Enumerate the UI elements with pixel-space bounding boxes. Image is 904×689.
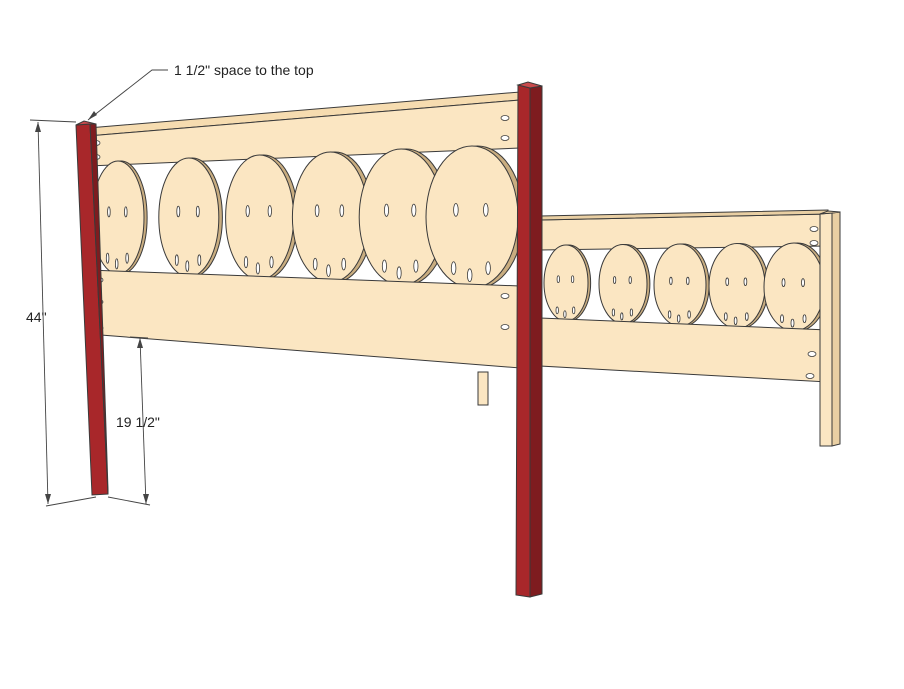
screw-slot (105, 252, 110, 264)
screw-slot (790, 318, 795, 328)
screw-slot (780, 314, 784, 324)
screw-slot (185, 260, 190, 272)
screw-slot (197, 254, 202, 266)
headboard-circle-row (91, 145, 525, 289)
screw-slot (125, 252, 129, 264)
screw-slot (629, 308, 634, 317)
side-circle-row (543, 242, 829, 332)
plywood-circle (225, 154, 299, 281)
screw-slot (413, 259, 419, 273)
screw-slot (114, 258, 119, 270)
screw-slot (686, 276, 690, 285)
pocket-hole (500, 293, 510, 299)
screw-slot (572, 306, 576, 315)
screw-slot (612, 276, 617, 285)
screw-slot (176, 205, 181, 218)
screw-slot (174, 254, 179, 266)
headboard-panel (87, 91, 525, 369)
screw-slot (733, 316, 738, 326)
screw-slot (723, 312, 728, 321)
plywood-circle (598, 244, 651, 324)
screw-slot (314, 204, 320, 217)
plywood-circle (158, 157, 223, 278)
plywood-circle (708, 243, 769, 329)
pocket-hole (500, 324, 510, 330)
pocket-hole (805, 373, 815, 379)
screw-slot (743, 277, 748, 286)
plywood-circle (425, 145, 525, 289)
screw-slot (124, 206, 128, 218)
screw-slot (107, 206, 111, 218)
footboard-post (819, 212, 833, 447)
label-top-space: 1 1/2" space to the top (174, 62, 314, 78)
plywood-circle (543, 244, 592, 322)
screw-slot (341, 257, 347, 271)
pocket-hole (500, 115, 510, 121)
screw-slot (725, 277, 729, 286)
pocket-hole (809, 226, 819, 232)
screw-slot (677, 314, 681, 323)
screw-slot (269, 256, 274, 269)
screw-slot (450, 261, 457, 275)
screw-slot (381, 259, 387, 273)
pocket-hole (500, 135, 510, 141)
side-rail-assembly (477, 209, 841, 447)
screw-slot (628, 276, 632, 285)
dimension-rail-height: 19 1/2" (107, 336, 160, 506)
screw-slot (453, 203, 459, 217)
screw-slot (195, 205, 200, 218)
plywood-circle (358, 148, 449, 286)
screw-slot (563, 310, 567, 318)
screw-slot (485, 261, 491, 275)
screw-slot (781, 278, 786, 287)
pocket-hole (809, 240, 819, 246)
label-rail-height: 19 1/2" (116, 414, 160, 430)
screw-slot (245, 205, 250, 218)
screw-slot (556, 275, 560, 284)
pocket-hole (807, 351, 817, 357)
screw-slot (611, 308, 616, 317)
screw-slot (312, 257, 318, 271)
screw-slot (669, 276, 673, 285)
screw-slot (339, 204, 345, 217)
screw-slot (744, 312, 749, 321)
screw-slot (620, 312, 624, 321)
plywood-circle (653, 243, 710, 327)
right-post (515, 81, 543, 598)
screw-slot (326, 264, 331, 277)
screw-slot (802, 314, 807, 324)
screw-slot (687, 310, 691, 319)
label-total-height: 44" (26, 309, 47, 325)
screw-slot (243, 256, 249, 269)
headboard-bottom-rail (87, 269, 521, 369)
dimension-total-height: 44" (26, 119, 97, 507)
screw-slot (396, 266, 402, 280)
screw-slot (267, 205, 272, 218)
screw-slot (383, 203, 389, 217)
plywood-circle (763, 242, 829, 332)
screw-slot (667, 310, 672, 319)
left-post (75, 120, 109, 496)
screw-slot (255, 262, 260, 275)
screw-slot (555, 306, 559, 315)
screw-slot (801, 278, 805, 287)
screw-slot (483, 203, 489, 217)
screw-slot (467, 268, 473, 283)
dimension-top-space: 1 1/2" space to the top (87, 62, 314, 121)
screw-slot (570, 275, 575, 284)
back-leg (477, 371, 489, 406)
screw-slot (411, 203, 417, 217)
plywood-circle (291, 151, 374, 283)
